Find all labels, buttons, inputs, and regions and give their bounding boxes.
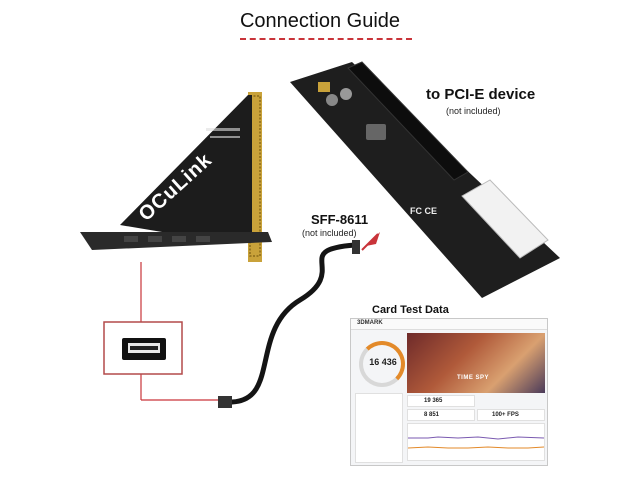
fps-panel: 100+ FPS <box>477 409 545 421</box>
pcie-slot <box>347 61 469 181</box>
score-gauge <box>359 341 405 387</box>
pcie-device-note: (not included) <box>446 106 501 116</box>
monitoring-chart <box>407 423 545 461</box>
test-window-titlebar <box>351 319 547 330</box>
benchmark-name: TIME SPY <box>457 375 490 381</box>
sff-label: SFF-8611 <box>311 212 369 227</box>
benchmark-banner <box>407 333 545 393</box>
sff-note: (not included) <box>302 228 357 238</box>
pcie-device-label: to PCI-E device <box>426 86 536 103</box>
sff-cable <box>229 242 358 405</box>
monitoring-chart-lines <box>407 436 545 449</box>
svg-text:FC CE: FC CE <box>410 206 437 216</box>
card-test-label: Card Test Data <box>372 304 449 316</box>
test-data-screenshot: 3DMARK 16 436 TIME SPY 19 365 8 851 100+… <box>350 318 548 466</box>
fps-value: 100+ FPS <box>492 412 519 418</box>
cable-connector-device <box>352 240 360 254</box>
benchmark-score: 16 436 <box>369 357 397 367</box>
benchmark-brand: 3DMARK <box>357 320 383 326</box>
pcie-adapter-board: FC CE <box>290 61 560 298</box>
adapter-pcb <box>290 62 560 298</box>
metric-panel-2: 8 851 <box>407 409 475 421</box>
host-card-pcb <box>120 95 252 240</box>
page-title: Connection Guide <box>239 10 401 32</box>
title-underline <box>240 38 412 40</box>
oculink-host-card: OCuLink <box>80 92 272 262</box>
sff-port <box>366 124 386 140</box>
power-connector <box>461 179 549 259</box>
cable-connector-host <box>218 396 232 408</box>
metric-panel-1: 19 365 <box>407 395 475 407</box>
metric-value-1: 19 365 <box>424 398 443 404</box>
metric-value-2: 8 851 <box>424 412 440 418</box>
score-detail-panel <box>355 393 403 463</box>
